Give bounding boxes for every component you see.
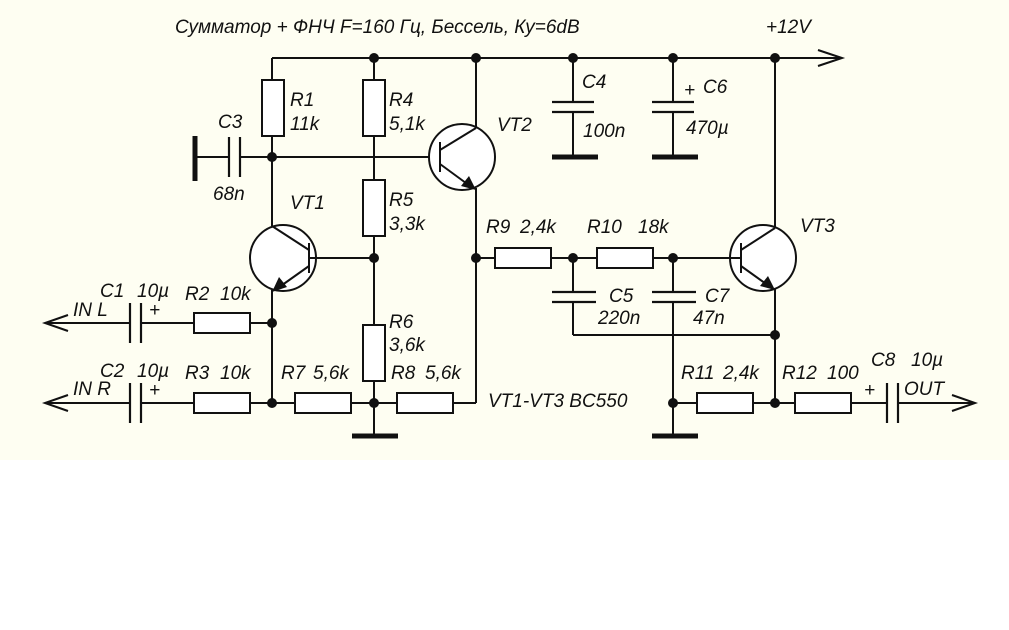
- resistor-r11: R11 2,4k: [673, 363, 795, 414]
- r11-value: 2,4k: [722, 363, 760, 384]
- r10-value: 18k: [638, 217, 670, 238]
- capacitor-c6: + C6 470µ: [652, 58, 729, 160]
- c2-name: C2: [100, 361, 125, 382]
- c7-name: C7: [705, 286, 731, 307]
- vt2-name: VT2: [497, 115, 532, 136]
- r2-name: R2: [185, 284, 210, 305]
- c5-value: 220n: [597, 308, 640, 329]
- vt1-name: VT1: [290, 193, 325, 214]
- out-label: OUT: [904, 379, 946, 400]
- c4-value: 100n: [583, 121, 625, 142]
- r1-name: R1: [290, 90, 314, 111]
- c5-name: C5: [609, 286, 634, 307]
- transistor-vt3: VT3: [729, 58, 835, 403]
- resistor-r5: R5 3,3k: [362, 179, 426, 325]
- input-arrow-icon: [41, 394, 69, 412]
- r5-name: R5: [389, 190, 414, 211]
- capacitor-c3: C3 68n: [192, 112, 272, 205]
- capacitor-c8: + C8 10µ OUT: [864, 350, 979, 423]
- resistor-r6: R6 3,6k: [352, 312, 426, 439]
- in-r-label: IN R: [73, 379, 111, 400]
- output-arrow-icon: [951, 394, 979, 412]
- resistor-r4: R4 5,1k: [362, 58, 426, 180]
- c2-polarity: +: [149, 380, 160, 401]
- input-right: IN R + C2 10µ R3 10k: [41, 361, 295, 423]
- supply-label: +12V: [766, 17, 813, 38]
- schematic-sheet: [0, 0, 1009, 460]
- c8-polarity: +: [864, 380, 875, 401]
- transistor-vt1: VT1: [249, 193, 374, 403]
- r9-name: R9: [486, 217, 511, 238]
- r4-name: R4: [389, 90, 413, 111]
- supply-rail: [272, 49, 846, 67]
- c6-name: C6: [703, 77, 728, 98]
- c8-value: 10µ: [911, 350, 943, 371]
- r3-value: 10k: [220, 363, 252, 384]
- resistor-r7: R7 5,6k: [281, 363, 397, 414]
- transistor-vt2: VT2: [428, 58, 532, 403]
- c8-name: C8: [871, 350, 896, 371]
- r9-value: 2,4k: [519, 217, 557, 238]
- r5-value: 3,3k: [389, 214, 426, 235]
- resistor-r9: R9 2,4k: [476, 217, 597, 269]
- resistor-r10: R10 18k: [587, 217, 741, 269]
- r1-value: 11k: [290, 114, 321, 135]
- r7-name: R7: [281, 363, 307, 384]
- capacitor-c7: C7 47n: [652, 258, 731, 439]
- c1-value: 10µ: [137, 281, 169, 302]
- input-arrow-icon: [41, 314, 69, 332]
- c1-name: C1: [100, 281, 124, 302]
- resistor-r12: R12 100: [782, 363, 886, 414]
- junction-dots: [267, 53, 780, 408]
- r11-name: R11: [681, 363, 714, 384]
- supply-arrow-icon: [817, 49, 846, 67]
- r6-name: R6: [389, 312, 414, 333]
- transistor-note: VT1-VT3 BC550: [488, 391, 628, 412]
- c6-value: 470µ: [686, 118, 729, 139]
- r3-name: R3: [185, 363, 210, 384]
- r12-name: R12: [782, 363, 817, 384]
- c3-value: 68n: [213, 184, 245, 205]
- c1-polarity: +: [149, 300, 160, 321]
- r10-name: R10: [587, 217, 622, 238]
- c2-value: 10µ: [137, 361, 169, 382]
- r4-value: 5,1k: [389, 114, 426, 135]
- in-l-label: IN L: [73, 300, 108, 321]
- resistor-r1: R1 11k: [261, 58, 321, 226]
- vt3-name: VT3: [800, 216, 835, 237]
- input-left: IN L + C1 10µ R2 10k: [41, 281, 272, 343]
- capacitor-c4: C4 100n: [552, 58, 625, 160]
- c6-polarity: +: [684, 80, 695, 101]
- r2-value: 10k: [220, 284, 252, 305]
- c7-value: 47n: [693, 308, 725, 329]
- c4-name: C4: [582, 72, 606, 93]
- title-text: Сумматор + ФНЧ F=160 Гц, Бессель, Ку=6dB: [175, 17, 580, 38]
- r12-value: 100: [827, 363, 859, 384]
- resistor-r8: R8 5,6k: [391, 363, 476, 414]
- r7-value: 5,6k: [313, 363, 350, 384]
- r8-name: R8: [391, 363, 416, 384]
- r6-value: 3,6k: [389, 335, 426, 356]
- c3-name: C3: [218, 112, 243, 133]
- r8-value: 5,6k: [425, 363, 462, 384]
